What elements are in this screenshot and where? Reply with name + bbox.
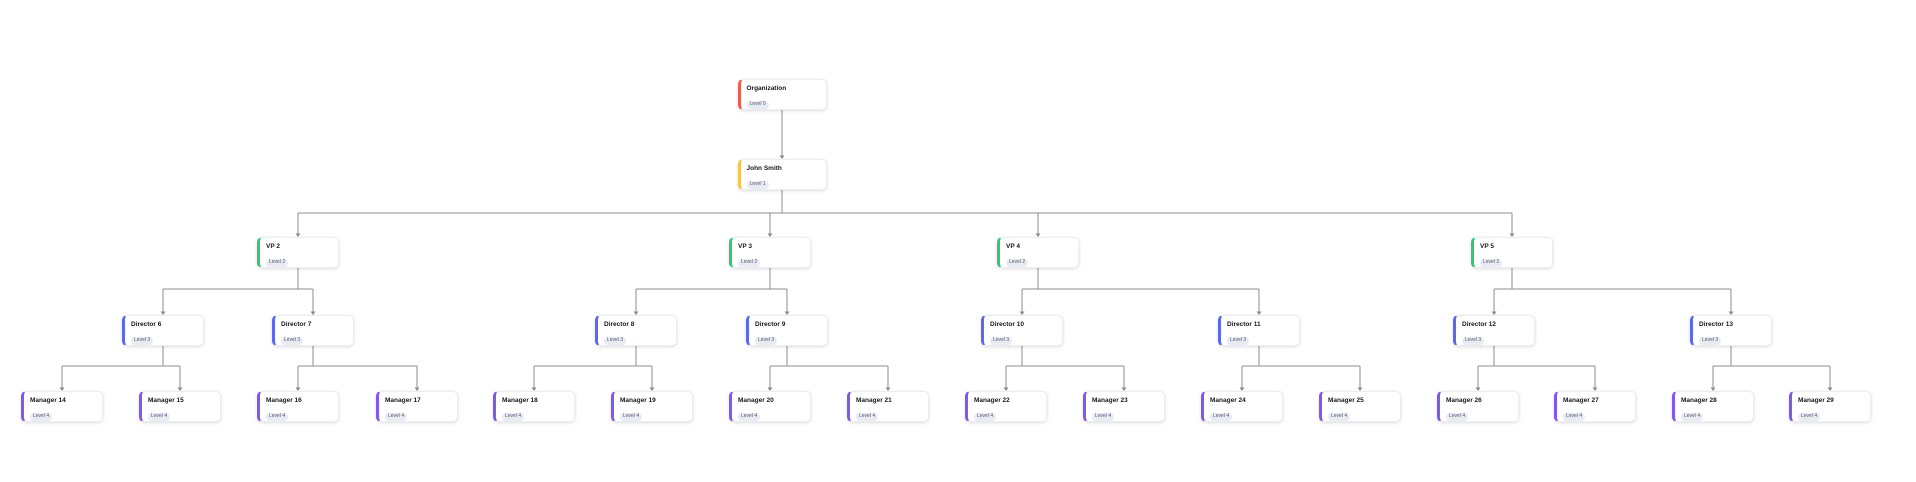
org-chart-node-m15[interactable]: Manager 15 Level 4 (139, 391, 221, 422)
org-chart-node-john[interactable]: John Smith Level 1 (737, 159, 827, 190)
node-title: Manager 27 (1563, 397, 1599, 404)
level-badge: Level 4 (1681, 412, 1704, 421)
level-badge: Level 2 (738, 258, 761, 267)
org-chart-node-d10[interactable]: Director 10 Level 3 (981, 315, 1063, 346)
node-title: Director 9 (755, 321, 786, 328)
node-title: Manager 15 (148, 397, 184, 404)
node-title: Director 12 (1462, 321, 1496, 328)
org-chart-node-d6[interactable]: Director 6 Level 3 (122, 315, 204, 346)
node-title: Manager 20 (738, 397, 774, 404)
node-title: Manager 24 (1210, 397, 1246, 404)
org-chart-node-d11[interactable]: Director 11 Level 3 (1218, 315, 1300, 346)
level-badge: Level 4 (266, 412, 289, 421)
node-title: Manager 23 (1092, 397, 1128, 404)
org-chart-node-d9[interactable]: Director 9 Level 3 (746, 315, 828, 346)
node-title: Manager 28 (1681, 397, 1717, 404)
level-badge: Level 3 (131, 336, 154, 345)
org-chart-node-d13[interactable]: Director 13 Level 3 (1690, 315, 1772, 346)
node-title: John Smith (746, 165, 782, 172)
node-title: Manager 26 (1446, 397, 1482, 404)
level-badge: Level 3 (281, 336, 304, 345)
org-chart-node-vp5[interactable]: VP 5 Level 2 (1471, 237, 1553, 268)
node-title: Director 11 (1227, 321, 1261, 328)
org-chart-node-m20[interactable]: Manager 20 Level 4 (729, 391, 811, 422)
level-badge: Level 4 (1563, 412, 1586, 421)
level-badge: Level 4 (1210, 412, 1233, 421)
node-title: Manager 25 (1328, 397, 1364, 404)
node-title: Organization (746, 85, 787, 92)
org-chart-node-m25[interactable]: Manager 25 Level 4 (1319, 391, 1401, 422)
level-badge: Level 4 (148, 412, 171, 421)
level-badge: Level 0 (746, 100, 769, 109)
org-chart-node-m26[interactable]: Manager 26 Level 4 (1437, 391, 1519, 422)
org-chart-node-m27[interactable]: Manager 27 Level 4 (1554, 391, 1636, 422)
level-badge: Level 4 (1446, 412, 1469, 421)
level-badge: Level 4 (1092, 412, 1115, 421)
org-chart-node-d7[interactable]: Director 7 Level 3 (272, 315, 354, 346)
org-chart-node-d8[interactable]: Director 8 Level 3 (595, 315, 677, 346)
org-chart-node-m18[interactable]: Manager 18 Level 4 (493, 391, 575, 422)
node-title: Manager 29 (1798, 397, 1834, 404)
level-badge: Level 1 (746, 180, 769, 189)
node-title: Director 13 (1699, 321, 1733, 328)
node-title: Director 7 (281, 321, 312, 328)
node-title: Director 6 (131, 321, 162, 328)
level-badge: Level 2 (266, 258, 289, 267)
level-badge: Level 4 (738, 412, 761, 421)
org-chart-node-vp3[interactable]: VP 3 Level 2 (729, 237, 811, 268)
level-badge: Level 4 (974, 412, 997, 421)
org-chart-node-m21[interactable]: Manager 21 Level 4 (847, 391, 929, 422)
org-chart-node-m16[interactable]: Manager 16 Level 4 (257, 391, 339, 422)
level-badge: Level 4 (30, 412, 53, 421)
node-title: Manager 17 (385, 397, 421, 404)
org-chart-node-m29[interactable]: Manager 29 Level 4 (1789, 391, 1871, 422)
level-badge: Level 4 (385, 412, 408, 421)
org-chart-node-org[interactable]: Organization Level 0 (737, 79, 827, 110)
org-chart-node-m23[interactable]: Manager 23 Level 4 (1083, 391, 1165, 422)
node-title: Manager 19 (620, 397, 656, 404)
node-title: Manager 21 (856, 397, 892, 404)
org-chart-node-m24[interactable]: Manager 24 Level 4 (1201, 391, 1283, 422)
org-chart-node-vp2[interactable]: VP 2 Level 2 (257, 237, 339, 268)
node-title: VP 3 (738, 243, 752, 250)
level-badge: Level 3 (1462, 336, 1485, 345)
node-title: Director 8 (604, 321, 635, 328)
org-chart-node-vp4[interactable]: VP 4 Level 2 (997, 237, 1079, 268)
level-badge: Level 3 (1227, 336, 1250, 345)
level-badge: Level 3 (990, 336, 1013, 345)
node-title: VP 4 (1006, 243, 1020, 250)
node-title: Manager 22 (974, 397, 1010, 404)
org-chart-node-m28[interactable]: Manager 28 Level 4 (1672, 391, 1754, 422)
org-chart-node-m17[interactable]: Manager 17 Level 4 (376, 391, 458, 422)
level-badge: Level 3 (755, 336, 778, 345)
node-title: Manager 14 (30, 397, 66, 404)
level-badge: Level 3 (1699, 336, 1722, 345)
node-title: Manager 16 (266, 397, 302, 404)
level-badge: Level 4 (856, 412, 879, 421)
level-badge: Level 4 (502, 412, 525, 421)
org-chart-node-m19[interactable]: Manager 19 Level 4 (611, 391, 693, 422)
org-chart-node-d12[interactable]: Director 12 Level 3 (1453, 315, 1535, 346)
level-badge: Level 2 (1480, 258, 1503, 267)
level-badge: Level 4 (1328, 412, 1351, 421)
node-title: VP 2 (266, 243, 280, 250)
level-badge: Level 4 (620, 412, 643, 421)
org-chart-node-m22[interactable]: Manager 22 Level 4 (965, 391, 1047, 422)
level-badge: Level 4 (1798, 412, 1821, 421)
org-chart-node-m14[interactable]: Manager 14 Level 4 (21, 391, 103, 422)
node-title: VP 5 (1480, 243, 1494, 250)
node-title: Manager 18 (502, 397, 538, 404)
level-badge: Level 2 (1006, 258, 1029, 267)
node-title: Director 10 (990, 321, 1024, 328)
level-badge: Level 3 (604, 336, 627, 345)
